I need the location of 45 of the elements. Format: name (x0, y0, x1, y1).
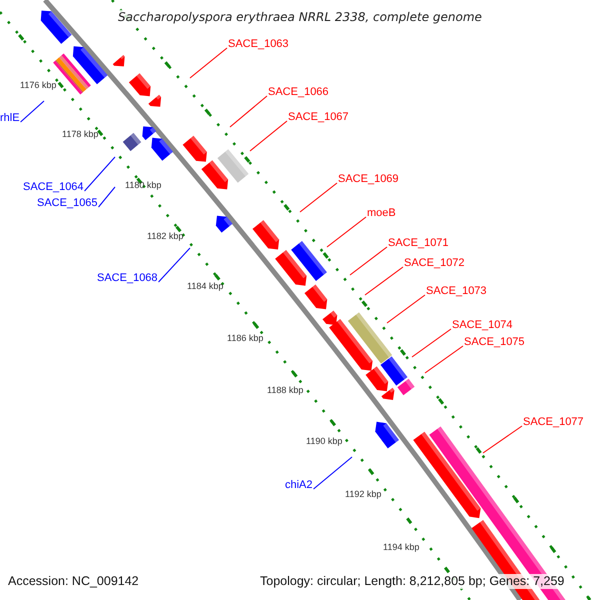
gene-label: moeB (367, 206, 396, 220)
gene-label: SACE_1067 (288, 110, 349, 124)
leader-line (364, 266, 404, 296)
map-title: Saccharopolyspora erythraea NRRL 2338, complete genome (118, 10, 482, 24)
gene-label: rhlE (0, 111, 20, 125)
leader-line (98, 186, 116, 208)
gene-label: SACE_1069 (338, 172, 399, 186)
gene-label: SACE_1077 (523, 415, 584, 429)
scale-label: 1186 kbp (227, 333, 264, 344)
scale-label: 1176 kbp (20, 80, 56, 91)
map-info-text: Accession: NC_009142 (8, 574, 139, 589)
leader-line (350, 246, 388, 276)
leader-line (84, 156, 116, 192)
leader-line (424, 346, 464, 374)
gene-label: SACE_1064 (23, 180, 84, 194)
leader-line (20, 100, 44, 122)
leader-line (482, 426, 522, 454)
leader-line (326, 216, 366, 248)
gene-label: SACE_1066 (268, 85, 329, 99)
scale-label: 1178 kbp (62, 129, 98, 140)
scale-label: 1192 kbp (345, 489, 382, 500)
scale-label: 1184 kbp (187, 281, 224, 292)
gene-label: SACE_1063 (228, 37, 289, 51)
scale-label: 1188 kbp (267, 385, 304, 396)
leader-line (230, 96, 268, 128)
leader-line (300, 182, 338, 212)
gene-label: SACE_1073 (426, 284, 487, 298)
leader-line (250, 120, 288, 152)
gene-label: SACE_1071 (388, 236, 449, 250)
scale-label: 1194 kbp (383, 542, 420, 553)
gene-label: SACE_1065 (37, 196, 98, 210)
gene-label: chiA2 (285, 478, 313, 492)
leader-line (386, 294, 426, 324)
leader-line (313, 456, 352, 490)
gene-label: SACE_1074 (452, 318, 513, 332)
map-info-text: Topology: circular; Length: 8,212,805 bp; Genes: 7,259 (260, 574, 564, 589)
gene-label: SACE_1072 (404, 256, 465, 270)
scale-label: 1182 kbp (147, 231, 184, 242)
scale-label: 1180 kbp (125, 180, 162, 191)
leader-line (190, 48, 228, 78)
scale-label: 1190 kbp (306, 436, 342, 447)
leader-line (412, 328, 452, 358)
gene-label: SACE_1075 (464, 335, 525, 349)
gene-label: SACE_1068 (97, 271, 158, 285)
leader-line (158, 248, 190, 282)
